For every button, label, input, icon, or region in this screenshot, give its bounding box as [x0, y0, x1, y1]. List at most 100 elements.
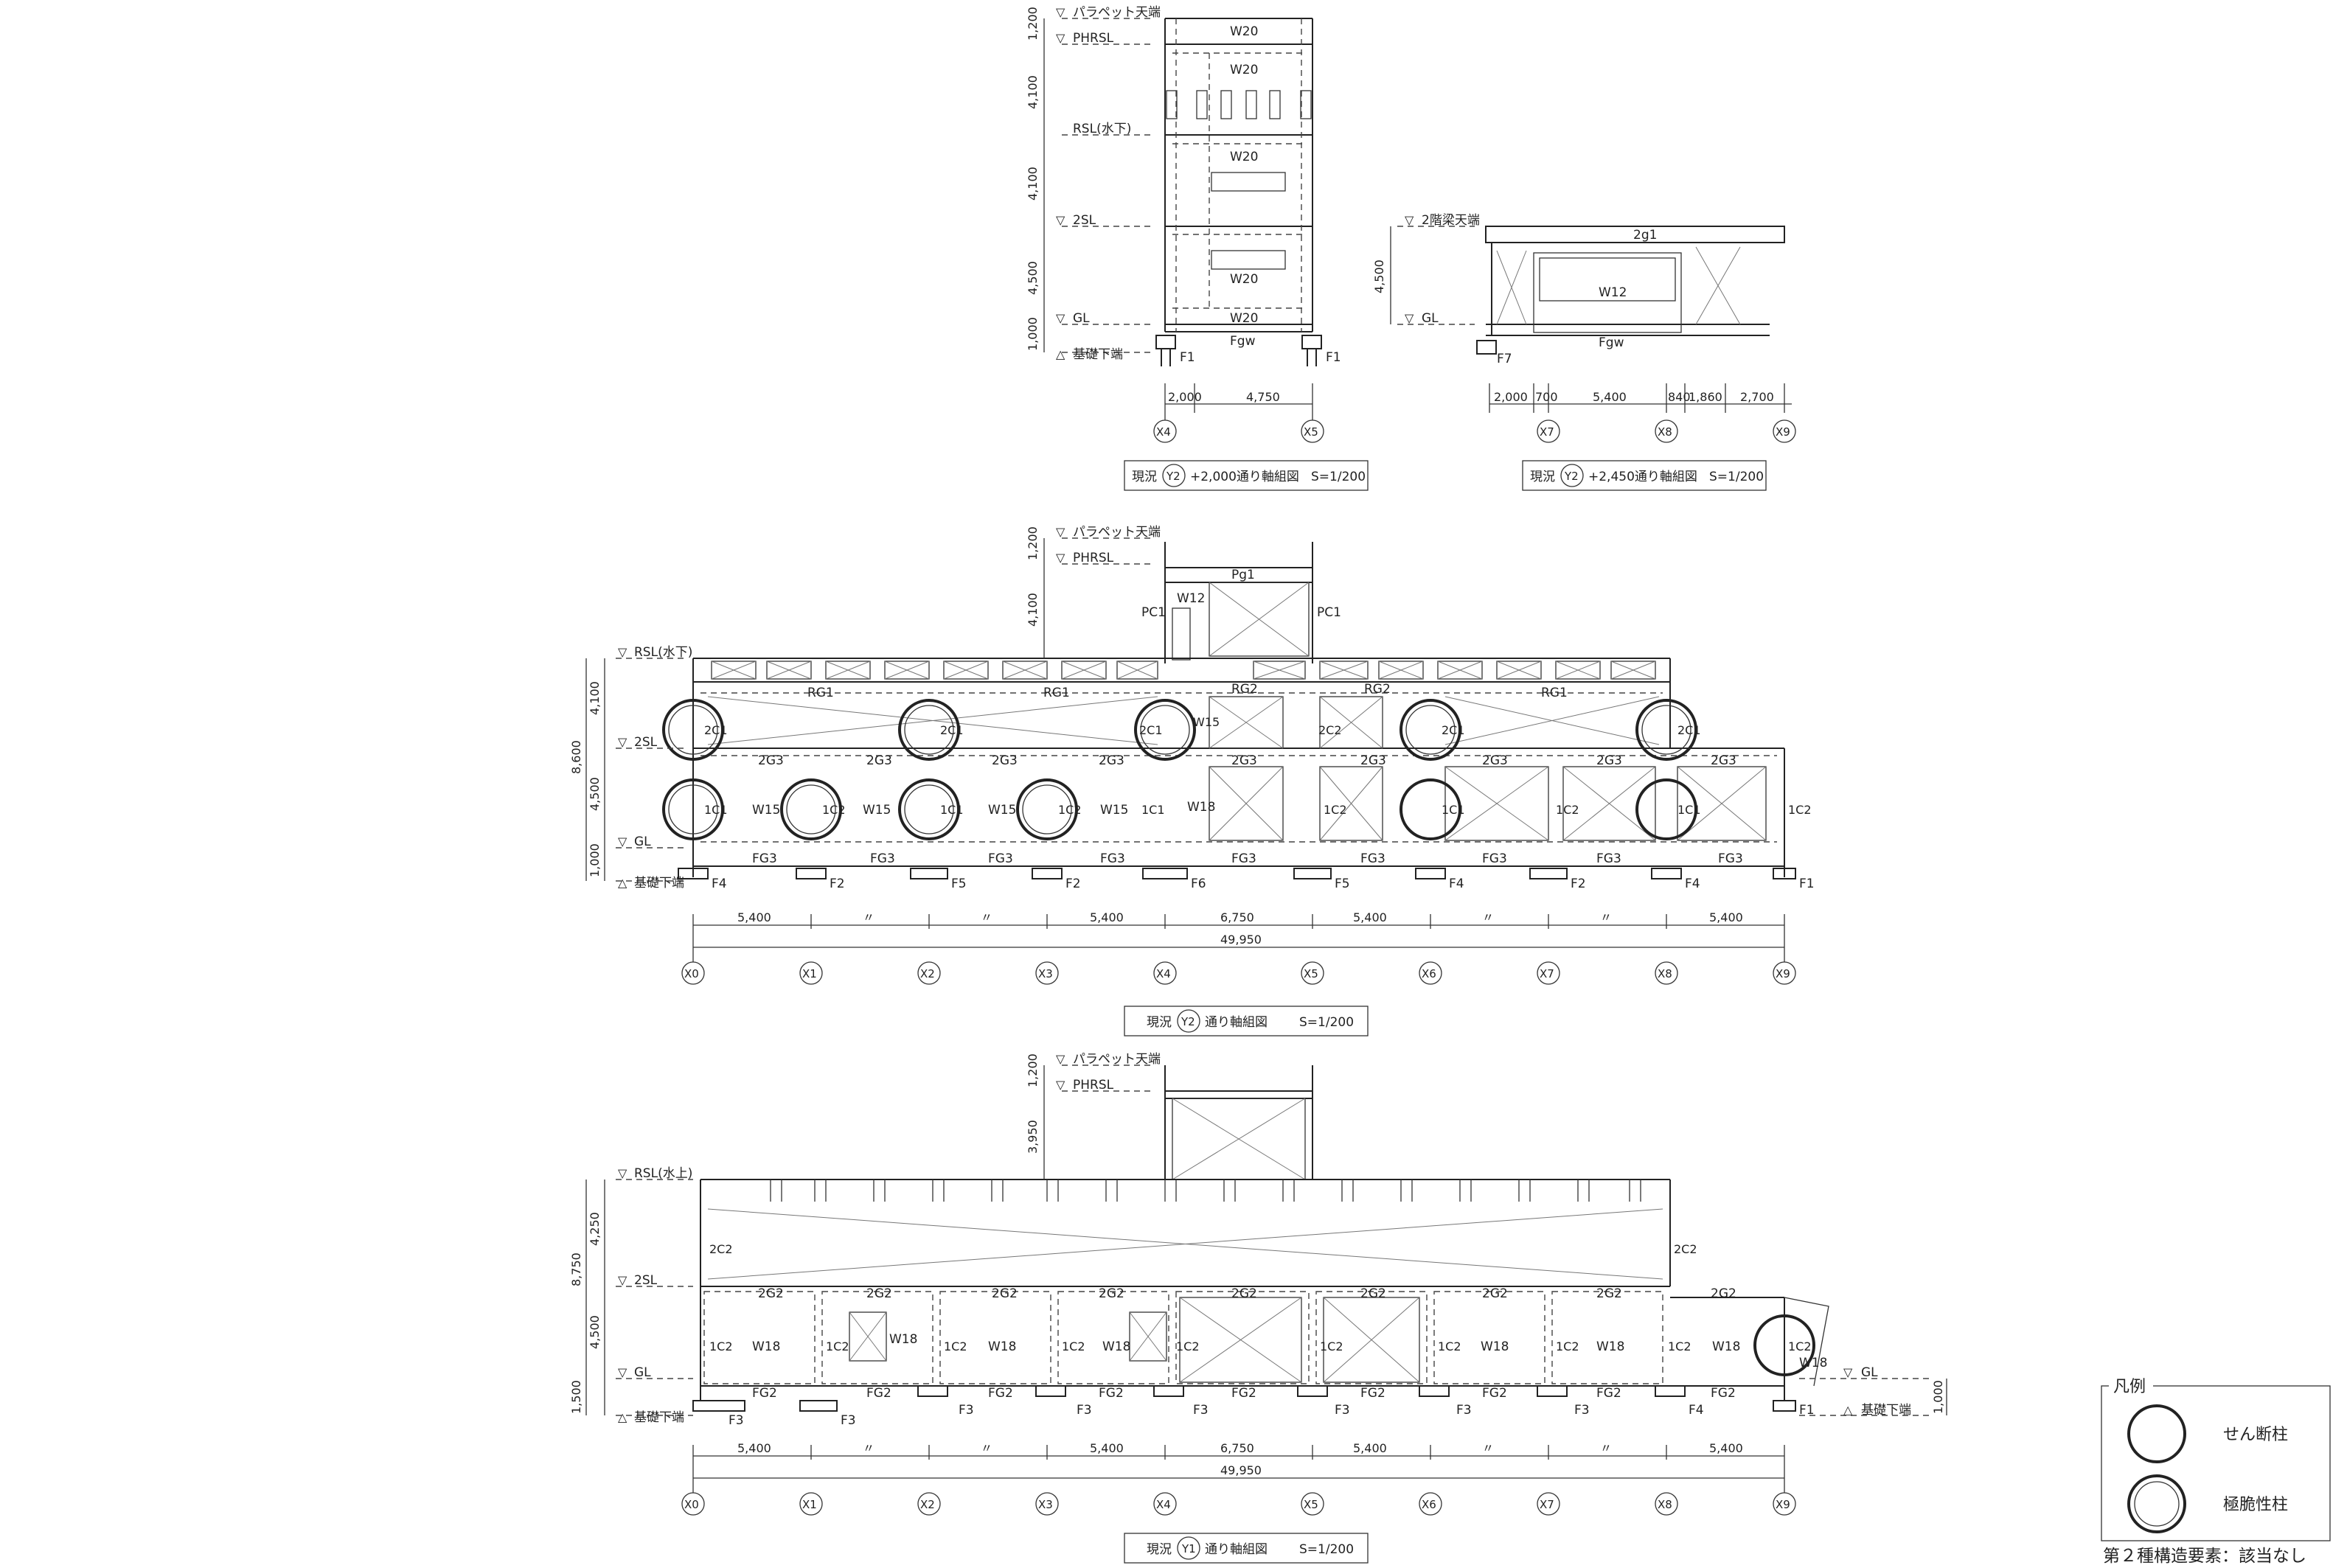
beam-label: 2G2 — [1711, 1286, 1736, 1301]
level-label: RSL(水下) — [1073, 122, 1131, 136]
dimension-text: 〃 — [863, 910, 875, 924]
beam-label: 2G3 — [1231, 753, 1257, 768]
level-markers: ▽ ▽ ▽ △ ▽ ▽ ▽ △ パラペット天端 PHRSL RSL(水上) 2S… — [569, 1052, 1947, 1425]
column-label: 1C2 — [1788, 1339, 1812, 1353]
beam-label: FG2 — [1360, 1386, 1385, 1401]
svg-text:▽: ▽ — [1056, 1078, 1065, 1092]
column-label: 1C2 — [1556, 803, 1579, 817]
beam-label: FG2 — [1596, 1386, 1621, 1401]
column-label: 1C2 — [1176, 1339, 1200, 1353]
title-axis: Y1 — [1181, 1542, 1196, 1555]
dimension-text: 1,000 — [1026, 317, 1040, 351]
brittle-column-symbol — [2127, 1474, 2186, 1533]
dimension-text: 2,000 — [1168, 390, 1202, 404]
axis-label: X5 — [1304, 1498, 1318, 1511]
axis-label: X7 — [1540, 967, 1554, 980]
level-markers: ▽ ▽ ▽ △ ▽ ▽ パラペット天端 PHRSL RSL(水下) 2SL GL… — [569, 525, 1161, 891]
beam-label: 2G3 — [1099, 753, 1124, 768]
title-axis: Y2 — [1166, 470, 1181, 483]
level-label: 基礎下端 — [634, 876, 684, 891]
title-text: 通り軸組図 — [1205, 1015, 1268, 1030]
axis-label: X0 — [684, 1498, 699, 1511]
axis-label: X9 — [1776, 967, 1790, 980]
axis-label: X0 — [684, 967, 699, 980]
beam-label: FG3 — [1482, 851, 1507, 866]
first-floor-bays — [703, 1291, 1663, 1384]
beam-label: RG2 — [1231, 682, 1258, 697]
beam-label: 2G2 — [758, 1286, 784, 1301]
level-label: 2SL — [634, 1273, 658, 1288]
dimension-text: 4,500 — [588, 777, 602, 811]
dimension-text: 5,400 — [1593, 390, 1627, 404]
legend-note: 第２種構造要素：該当なし — [2103, 1547, 2306, 1566]
title-scale: S=1/200 — [1299, 1542, 1354, 1557]
beam-label: 2G2 — [866, 1286, 892, 1301]
footing-label: F5 — [951, 877, 967, 891]
axis-label: X3 — [1038, 1498, 1053, 1511]
column-label: 1C1 — [1677, 803, 1701, 817]
footing-label: F3 — [959, 1403, 974, 1418]
axis-label: X5 — [1304, 425, 1318, 439]
dimension-text: 〃 — [1600, 1441, 1612, 1455]
beam-label: FG2 — [1231, 1386, 1256, 1401]
wall-label: W18 — [889, 1332, 917, 1347]
legend: 凡例 せん断柱 極脆性柱 第２種構造要素：該当なし — [2101, 1377, 2331, 1566]
column-label: 1C1 — [1442, 803, 1465, 817]
svg-text:△: △ — [618, 1410, 627, 1424]
beam-label: 2G2 — [1099, 1286, 1124, 1301]
dimension-text: 2,700 — [1740, 390, 1774, 404]
beam-label: 2g1 — [1633, 228, 1657, 243]
level-label: GL — [1422, 311, 1439, 326]
column-label: 2C1 — [1677, 723, 1701, 737]
level-label: GL — [1861, 1365, 1878, 1380]
beam-label: FG2 — [988, 1386, 1013, 1401]
svg-text:▽: ▽ — [618, 735, 627, 749]
wall-label: W18 — [1187, 800, 1215, 815]
column-label: 1C1 — [704, 803, 728, 817]
dimension-text: 4,100 — [1026, 167, 1040, 201]
dimension-text: 4,100 — [1026, 593, 1040, 627]
footing-label: F4 — [1685, 877, 1700, 891]
title-axis: Y2 — [1181, 1015, 1195, 1028]
column-label: 1C2 — [1058, 803, 1082, 817]
level-label: 基礎下端 — [1861, 1403, 1911, 1418]
svg-text:▽: ▽ — [1405, 213, 1414, 227]
dimension-text: 840 — [1668, 390, 1691, 404]
column-label: 2C1 — [704, 723, 728, 737]
beam-label: RG1 — [1043, 686, 1070, 700]
dimension-text: 4,100 — [588, 681, 602, 715]
dimension-text: 8,600 — [569, 740, 583, 774]
dimension-text: 5,400 — [1709, 1441, 1743, 1455]
dimension-text: 〃 — [1600, 910, 1612, 924]
footing-label: F4 — [712, 877, 727, 891]
axis-bubbles — [681, 961, 1796, 985]
axis-label: X9 — [1776, 425, 1790, 439]
dimension-text: 1,200 — [1026, 1053, 1040, 1087]
beam-label: FG2 — [752, 1386, 777, 1401]
roof-ribs — [770, 1180, 1641, 1202]
footing-label: F1 — [1799, 877, 1815, 891]
dim-ticks — [692, 914, 1785, 962]
wall-label: W15 — [988, 803, 1016, 818]
level-label: パラペット天端 — [1073, 1052, 1161, 1067]
column-label: PC1 — [1141, 605, 1166, 620]
footing-label: F3 — [1335, 1403, 1350, 1418]
wall-label: W18 — [1712, 1339, 1740, 1354]
level-markers: パラペット天端 PHRSL RSL(水下) 2SL GL 基礎下端 ▽ ▽ ▽ … — [1026, 5, 1161, 362]
footing-label: F3 — [1456, 1403, 1472, 1418]
footing-label: F3 — [1077, 1403, 1092, 1418]
footing-label: F2 — [830, 877, 845, 891]
column-label: 1C2 — [944, 1339, 967, 1353]
beam-label: FG3 — [1596, 851, 1621, 866]
footing-label: F1 — [1799, 1403, 1815, 1418]
wall-label: W12 — [1177, 591, 1205, 606]
beam-label: FG2 — [1711, 1386, 1736, 1401]
wall-label: W18 — [1799, 1356, 1827, 1370]
legend-brittle-label: 極脆性柱 — [2223, 1496, 2288, 1514]
footing-label: F3 — [729, 1413, 744, 1428]
column-label: 1C2 — [1788, 803, 1812, 817]
dimension-text: 4,750 — [1246, 390, 1280, 404]
dimension-text: 3,950 — [1026, 1120, 1040, 1154]
svg-text:△: △ — [1843, 1403, 1853, 1417]
